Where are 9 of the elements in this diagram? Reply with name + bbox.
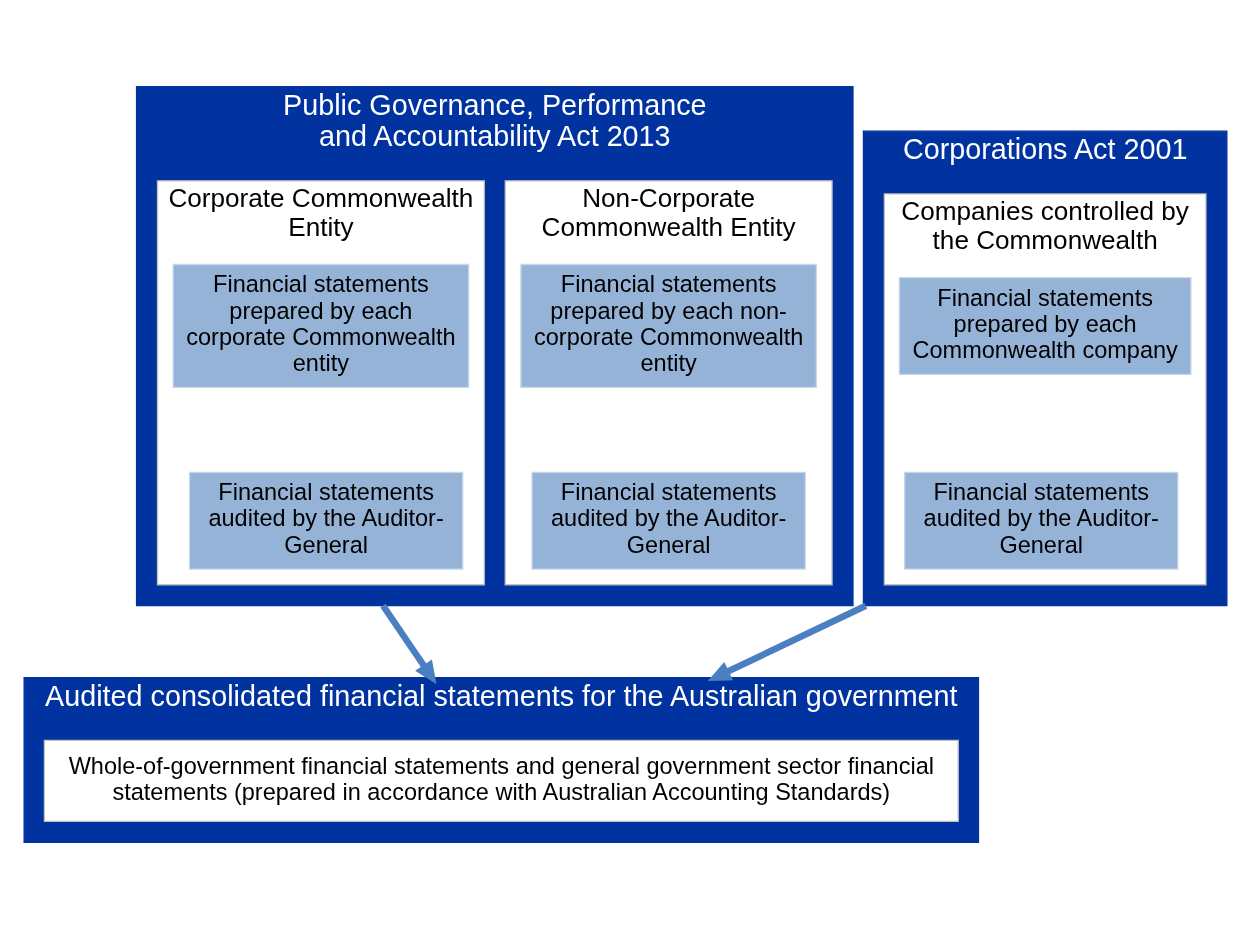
node-box: Financial statements prepared by each Commonwealth company — [898, 276, 1192, 375]
node-box: Financial statements audited by the Auditor-General — [531, 471, 806, 570]
node-box: Whole-of-government financial statements and general government sector financial statements (prepared in accordance with Australian Accounting Standards) — [43, 739, 959, 822]
arrow — [380, 603, 437, 684]
node-box: Financial statements prepared by each non-corporate Commonwealth entity — [520, 263, 818, 388]
node-box: Financial statements audited by the Auditor-General — [188, 471, 464, 570]
node-box: Financial statements prepared by each corporate Commonwealth entity — [172, 263, 470, 388]
node-box: Financial statements audited by the Auditor-General — [903, 471, 1179, 570]
arrow — [707, 602, 868, 681]
